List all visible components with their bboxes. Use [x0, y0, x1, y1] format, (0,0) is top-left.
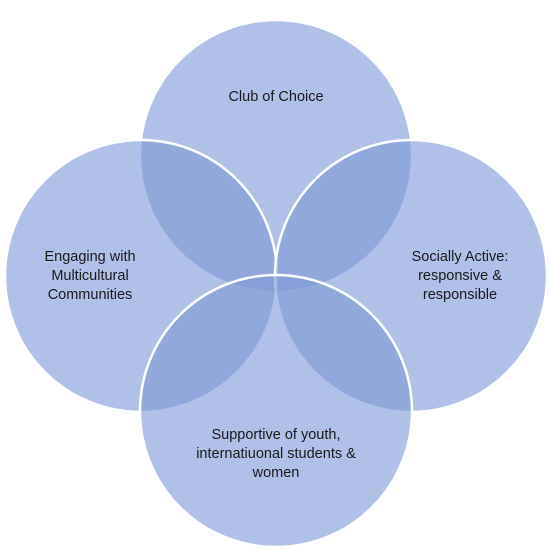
label-supportive: Supportive of youth, internatiuonal stud…	[196, 427, 356, 481]
label-club-of-choice: Club of Choice	[228, 89, 324, 105]
label-socially-active: Socially Active: responsive & responsibl…	[411, 249, 509, 303]
circle-supportive	[138, 273, 414, 549]
label-multicultural-communities: Engaging with Multicultural Communities	[44, 249, 136, 303]
